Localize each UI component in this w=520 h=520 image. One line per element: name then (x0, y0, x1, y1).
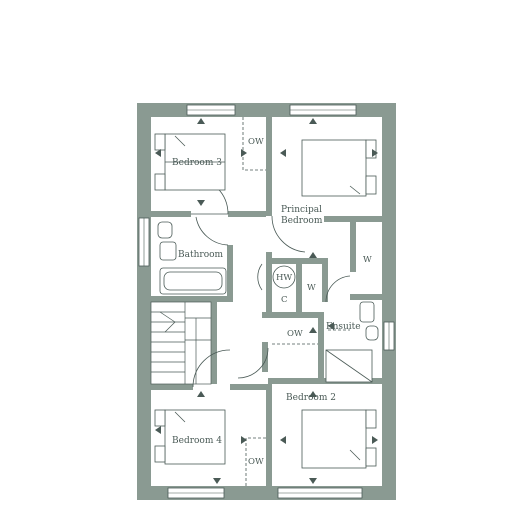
label-hw: HW (276, 273, 292, 283)
label-bedroom3: Bedroom 3 (172, 158, 222, 168)
wall-bed4-top-a (151, 384, 193, 390)
label-ow-mid: OW (287, 329, 303, 339)
label-ensuite: Ensuite (326, 322, 361, 332)
label-c: C (281, 295, 288, 305)
door-principal (271, 215, 306, 253)
outer-wall-right (382, 103, 396, 500)
wall-bath-right (227, 245, 233, 302)
wall-central-upper (266, 117, 272, 216)
bed-bedroom2 (301, 409, 377, 469)
label-bathroom: Bathroom (178, 250, 224, 260)
label-w-wardrobe: W (363, 255, 372, 265)
outer-wall-top (137, 103, 396, 117)
door-ensuite (325, 275, 351, 303)
hot-water-cylinder (272, 265, 296, 289)
label-bedroom4: Bedroom 4 (172, 436, 222, 446)
basin (159, 241, 177, 261)
stairs (150, 301, 212, 385)
door-hw (257, 263, 263, 291)
door-bedroom4 (192, 349, 231, 388)
wall-bed3-bottom-a (151, 211, 191, 217)
wall-ensuite-left (318, 312, 324, 384)
internal-walls (151, 117, 382, 486)
ensuite-fittings (325, 301, 379, 383)
wall-bed3-bottom-b (228, 211, 266, 217)
wall-w-right (322, 258, 328, 302)
socket-markers (155, 118, 378, 484)
door-bedroom2 (237, 347, 269, 379)
label-ow-bottom: OW (248, 457, 264, 467)
window-midlines (143, 109, 390, 494)
wall-hw-top (266, 258, 322, 264)
outer-wall-left (137, 103, 151, 500)
door-bathroom (195, 216, 229, 246)
wall-principal-bottom (324, 216, 382, 222)
wall-hw-right (296, 258, 302, 312)
bed-bedroom3 (154, 133, 226, 191)
bed-principal (301, 139, 377, 197)
label-w-closet: W (307, 283, 316, 293)
wall-central-mid (266, 252, 272, 312)
label-principal-line2: Bedroom (281, 216, 323, 226)
wardrobe-dashes (242, 117, 350, 486)
label-principal-line1: Principal (281, 205, 322, 215)
wall-bed4-top-b (230, 384, 268, 390)
ensuite-toilet (365, 325, 379, 341)
wall-bath-bottom (151, 296, 233, 302)
wall-ensuite-top (350, 294, 382, 300)
wall-ow-top (262, 312, 318, 318)
bathroom-fittings (157, 221, 227, 295)
wall-stair-right (211, 302, 217, 384)
label-ow-top: OW (248, 137, 264, 147)
wall-central-lower (262, 342, 268, 372)
ensuite-basin (359, 301, 375, 323)
wall-bed2-top (268, 378, 382, 384)
doors (190, 176, 351, 388)
toilet (157, 221, 173, 239)
label-bedroom2: Bedroom 2 (286, 393, 336, 403)
wall-central-bottom (266, 384, 272, 486)
wall-ensuite-left-upper (350, 222, 356, 272)
bed-bedroom4 (154, 409, 226, 465)
